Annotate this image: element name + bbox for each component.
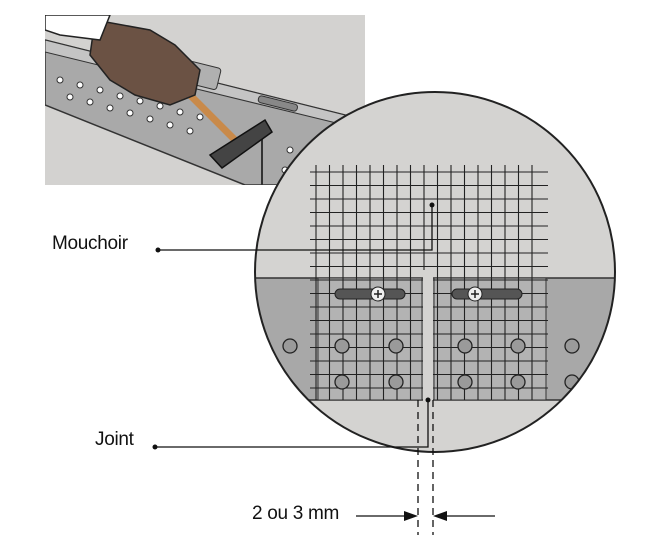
- arrow-left-icon: [433, 511, 447, 521]
- inset-hammer-illustration: [45, 15, 365, 185]
- detail-circle: [255, 92, 615, 452]
- label-joint: Joint: [95, 429, 134, 450]
- hammer-head: [208, 118, 273, 169]
- glove-icon: [89, 19, 201, 106]
- label-mouchoir: Mouchoir: [52, 233, 128, 254]
- label-gap: 2 ou 3 mm: [252, 503, 340, 524]
- leader-lines: [155, 205, 495, 535]
- arrow-right-icon: [404, 511, 418, 521]
